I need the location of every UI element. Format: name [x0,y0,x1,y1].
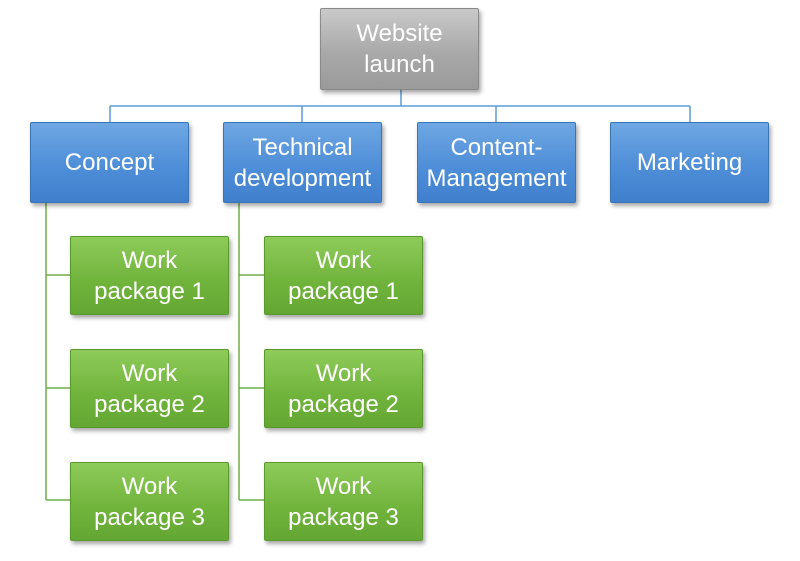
phase-node-concept: Concept [30,122,189,203]
technical-work-package-3: Work package 3 [264,462,423,541]
concept-work-package-2: Work package 2 [70,349,229,428]
technical-work-package-1: Work package 1 [264,236,423,315]
root-node-website-launch: Website launch [320,8,479,90]
technical-work-package-2: Work package 2 [264,349,423,428]
phase-node-content-management: Content- Management [417,122,576,203]
phase-node-marketing: Marketing [610,122,769,203]
concept-work-package-3: Work package 3 [70,462,229,541]
phase-node-technical-development: Technical development [223,122,382,203]
concept-work-package-1: Work package 1 [70,236,229,315]
